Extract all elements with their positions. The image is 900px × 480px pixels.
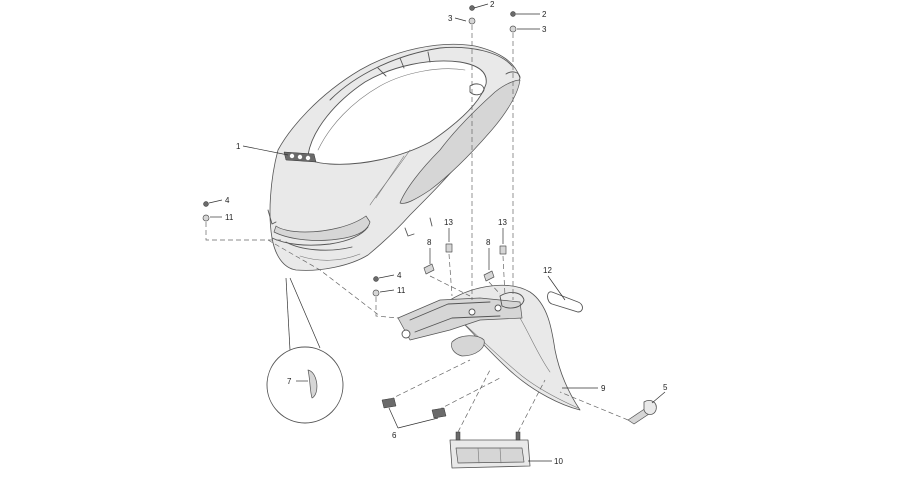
callout-2-right: 2 <box>542 10 547 19</box>
part-7-clip <box>307 369 318 399</box>
part-12-rubber-pad: 12 <box>543 266 583 313</box>
callout-9: 9 <box>601 384 606 393</box>
callout-11-left: 11 <box>225 213 234 222</box>
callout-11-middle: 11 <box>397 286 406 295</box>
fasteners-8-13: 8 8 13 13 <box>423 218 507 282</box>
callout-5: 5 <box>663 383 668 392</box>
fasteners-left: 4 11 <box>202 196 234 222</box>
callout-4-left: 4 <box>225 196 230 205</box>
callout-2-left: 2 <box>490 0 495 9</box>
callout-4-middle: 4 <box>397 271 402 280</box>
callout-3-right: 3 <box>542 25 547 34</box>
part-9-rear-fender: 9 <box>397 284 606 411</box>
callout-10: 10 <box>554 457 563 466</box>
detail-circle: 7 <box>266 277 344 424</box>
callout-13-right: 13 <box>498 218 507 227</box>
callout-12: 12 <box>543 266 552 275</box>
callout-1: 1 <box>236 142 241 151</box>
callout-6: 6 <box>392 431 397 440</box>
callout-3-left: 3 <box>448 14 453 23</box>
callout-8-left: 8 <box>427 238 432 247</box>
part-6-clip-nuts: 6 <box>381 397 447 440</box>
part-5-screw: 5 <box>627 383 668 425</box>
callout-8-right: 8 <box>486 238 491 247</box>
fasteners-top: 2 3 2 3 <box>448 0 547 34</box>
part-10-plate-light: 10 <box>449 431 563 469</box>
fasteners-middle: 4 11 <box>372 271 406 297</box>
callout-7: 7 <box>287 377 292 386</box>
callout-13-left: 13 <box>444 218 453 227</box>
leader-1 <box>242 145 289 156</box>
part-1-rear-cover <box>267 43 521 271</box>
assembly-lines <box>205 25 629 433</box>
